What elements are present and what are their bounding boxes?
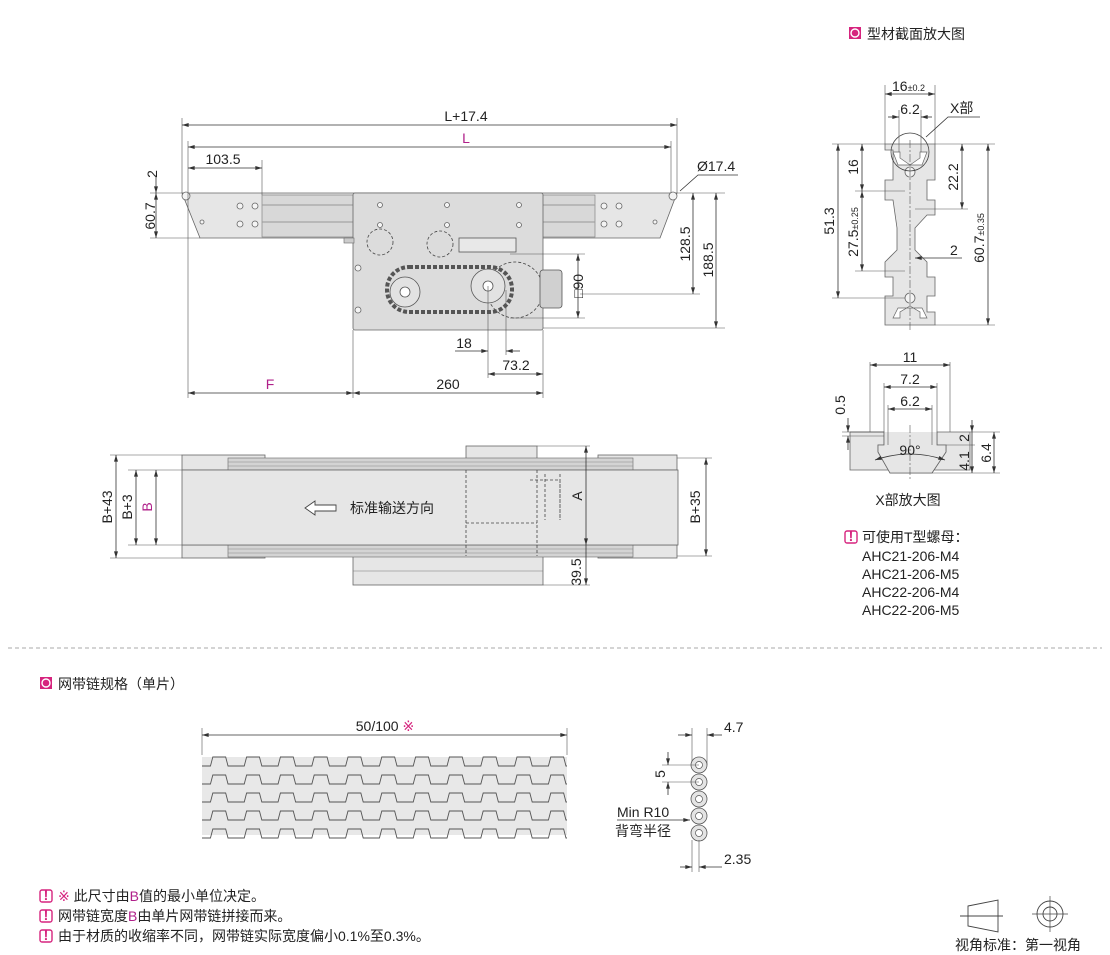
notice-icon — [39, 909, 53, 923]
notice-icon — [844, 530, 858, 544]
dim-51-3: 51.3 — [821, 207, 837, 234]
dim-260: 260 — [436, 376, 460, 392]
dim-90-degree: 90° — [899, 442, 920, 458]
note-item: ! 由于材质的收缩率不同，网带链实际宽度偏小0.1%至0.3%。 — [39, 927, 430, 944]
belt-heading: 网带链规格（单片） — [58, 676, 184, 692]
profile-section: 型材截面放大图 16±0.2 6.2 X部 16 27.5±0.25 51.3 … — [821, 26, 995, 330]
dim-60-7-profile: 60.7±0.35 — [971, 213, 987, 263]
note-item: ! ※ 此尺寸由B值的最小单位决定。 — [39, 887, 265, 904]
dim-4-7: 4.7 — [724, 719, 744, 735]
projection-cone-icon — [960, 899, 1003, 933]
nut-item: AHC22-206-M5 — [862, 602, 959, 618]
dim-b: B — [139, 502, 155, 511]
nut-title: 可使用T型螺母： — [862, 529, 969, 545]
dim-6-4: 6.4 — [978, 443, 994, 463]
drive-unit — [352, 192, 544, 331]
svg-text:!: ! — [44, 887, 49, 903]
dim-6-2-detail: 6.2 — [900, 393, 920, 409]
dim-16: 16±0.2 — [892, 78, 925, 94]
projection-label: 视角标准：第一视角 — [955, 937, 1081, 953]
dim-7-2: 7.2 — [900, 371, 920, 387]
dim-total-length: L+17.4 — [444, 108, 487, 124]
dim-motor-90: □90 — [570, 274, 586, 298]
x-detail-caption: X部放大图 — [875, 492, 940, 508]
nut-item: AHC22-206-M4 — [862, 584, 959, 600]
min-radius-label: 背弯半径 — [615, 823, 671, 839]
dim-F: F — [266, 376, 275, 392]
projection-circles-icon — [1032, 896, 1068, 932]
nut-item: AHC21-206-M5 — [862, 566, 959, 582]
dim-b-plus-43: B+43 — [99, 490, 115, 523]
dim-188-5: 188.5 — [700, 242, 716, 277]
svg-text:!: ! — [44, 907, 49, 923]
dim-b-plus-3: B+3 — [119, 494, 135, 520]
belt-row-edge — [202, 828, 567, 839]
x-label: X部 — [950, 100, 973, 116]
belt-row-edge — [202, 810, 567, 821]
front-view: 标准输送方向 B+43 B+3 B A 39.5 B+35 — [99, 445, 712, 586]
dim-diameter: Ø17.4 — [697, 158, 735, 174]
dim-4-1: 4.1 — [956, 451, 972, 471]
svg-text:!: ! — [849, 528, 854, 544]
dim-2-profile: 2 — [950, 242, 958, 258]
dim-73-2: 73.2 — [502, 357, 529, 373]
top-view: L+17.4 L 103.5 Ø17.4 2 60.7 128.5 188.5 … — [142, 108, 738, 398]
dim-2-detail: 2 — [956, 434, 972, 442]
svg-text:由于材质的收缩率不同，网带链实际宽度偏小0.1%至0.3%。: 由于材质的收缩率不同，网带链实际宽度偏小0.1%至0.3%。 — [58, 928, 430, 944]
dim-2-35: 2.35 — [724, 851, 751, 867]
notes: ! ※ 此尺寸由B值的最小单位决定。 ! 网带链宽度B由单片网带链拼接而来。 !… — [39, 887, 430, 944]
profile-heading: 型材截面放大图 — [867, 26, 965, 42]
direction-arrow-icon — [304, 500, 337, 516]
motor — [539, 269, 563, 309]
dim-b-plus-35: B+35 — [687, 490, 703, 523]
nut-item: AHC21-206-M4 — [862, 548, 959, 564]
direction-label: 标准输送方向 — [350, 500, 434, 516]
notice-icon — [39, 889, 53, 903]
dim-22-2: 22.2 — [945, 163, 961, 190]
belt-side-view — [690, 756, 708, 842]
dim-103-5: 103.5 — [205, 151, 240, 167]
belt-row-edge — [202, 774, 567, 785]
dim-5: 5 — [652, 770, 668, 778]
svg-text:网带链宽度B由单片网带链拼接而来。: 网带链宽度B由单片网带链拼接而来。 — [58, 908, 291, 924]
note-item: ! 网带链宽度B由单片网带链拼接而来。 — [39, 907, 291, 924]
dim-16-vertical: 16 — [845, 159, 861, 175]
svg-text:!: ! — [44, 927, 49, 943]
dim-0-5: 0.5 — [832, 395, 848, 415]
belt-module — [202, 756, 567, 839]
notice-icon — [39, 929, 53, 943]
dim-length: L — [462, 130, 470, 146]
dim-18: 18 — [456, 335, 472, 351]
link-pin — [695, 829, 703, 837]
dim-2: 2 — [144, 170, 160, 178]
belt-spec: 网带链规格（单片） 50/100 ※ 4.7 5 Min R10 背弯半径 2.… — [40, 676, 751, 872]
link-pin — [695, 812, 703, 820]
drive-chain — [385, 265, 514, 314]
dim-39-5: 39.5 — [568, 558, 584, 585]
dim-a: A — [569, 491, 585, 501]
x-detail: 90° 11 7.2 6.2 0.5 2 4.1 6.4 X部放大图 ! 可使用… — [832, 349, 1000, 618]
link-pin — [695, 795, 703, 803]
belt-row-edge — [202, 756, 567, 767]
min-radius: Min R10 — [617, 804, 669, 820]
belt — [181, 469, 679, 546]
dim-11: 11 — [903, 349, 918, 365]
dim-128-5: 128.5 — [677, 226, 693, 261]
belt-row-edge — [202, 792, 567, 803]
dim-60-7: 60.7 — [142, 202, 158, 229]
svg-text:※ 此尺寸由B值的最小单位决定。: ※ 此尺寸由B值的最小单位决定。 — [58, 888, 265, 904]
dim-27-5: 27.5±0.25 — [845, 207, 861, 257]
first-angle-projection-symbol: 视角标准：第一视角 — [955, 896, 1081, 953]
dim-belt-width: 50/100 ※ — [356, 718, 414, 734]
dim-6-2: 6.2 — [900, 101, 920, 117]
